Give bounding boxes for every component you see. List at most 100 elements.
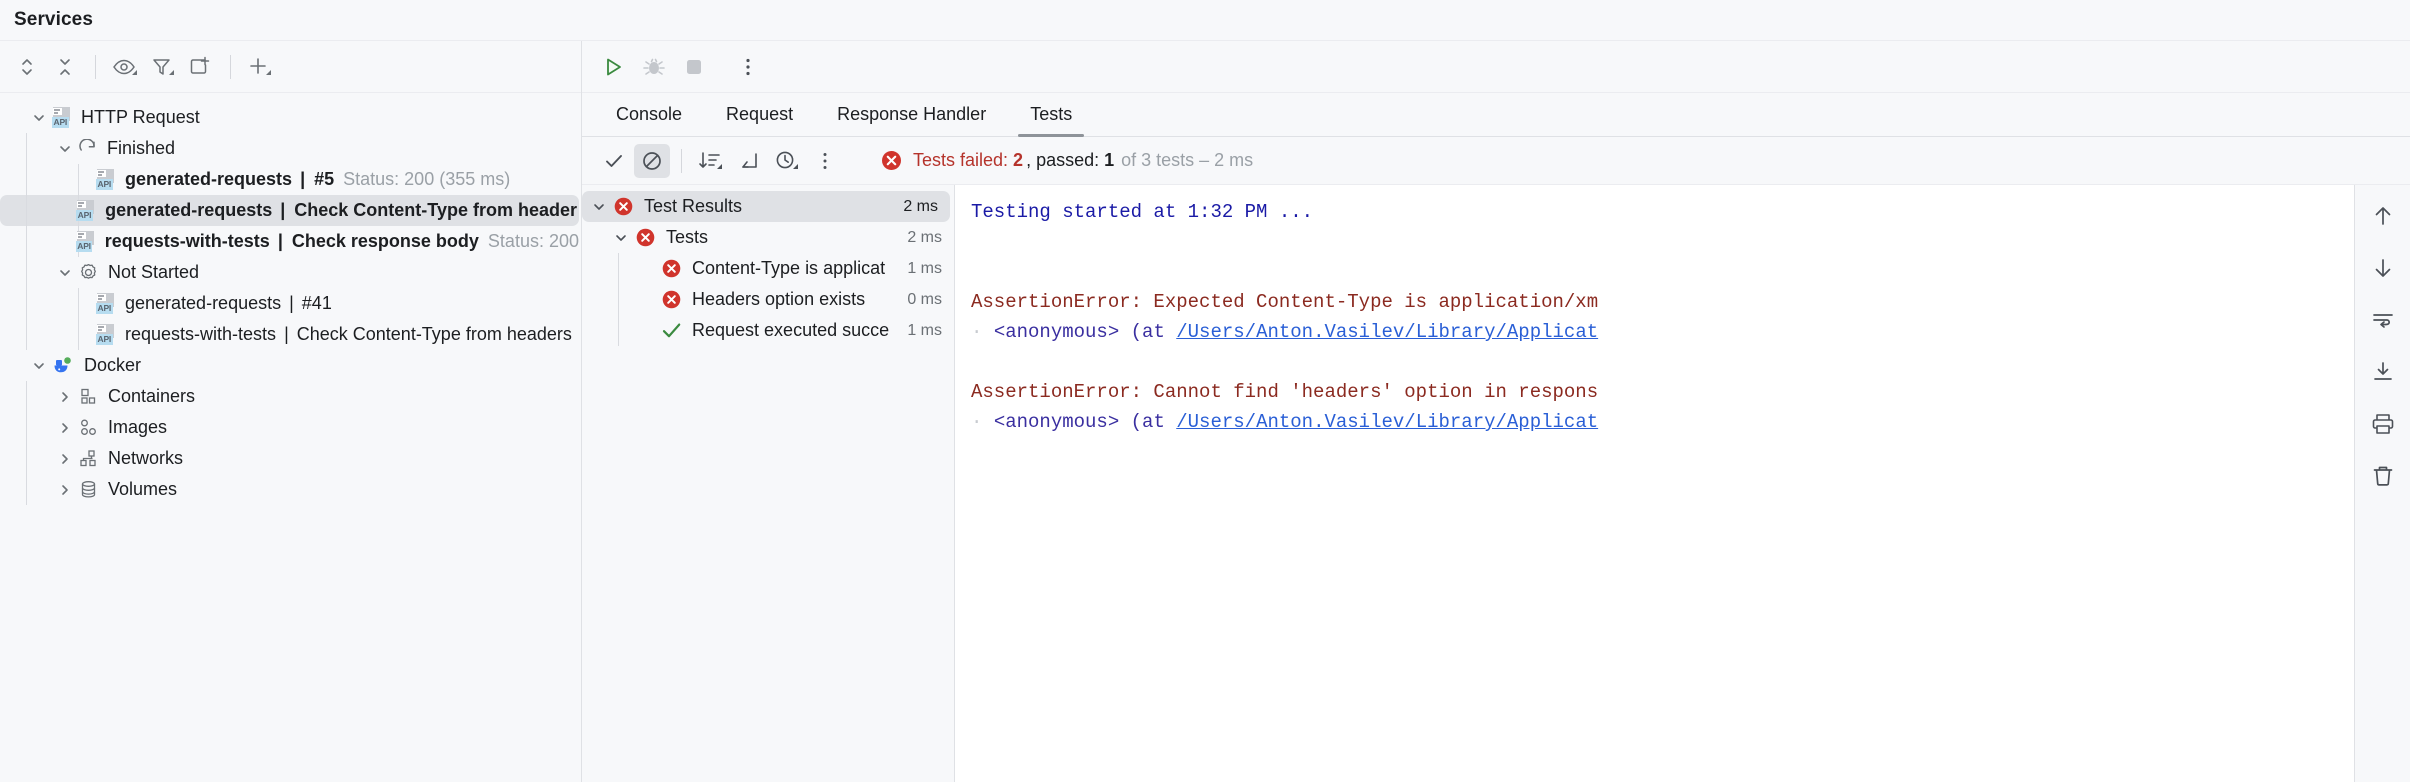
- test-row-headers-option[interactable]: Headers option exists 0 ms: [582, 284, 954, 315]
- tree-node-finished[interactable]: Finished: [0, 133, 581, 164]
- filter-icon[interactable]: [145, 50, 181, 84]
- test-output-console[interactable]: Testing started at 1:32 PM ... Assertion…: [955, 185, 2354, 782]
- api-file-icon: API: [96, 324, 116, 345]
- tree-node-volumes[interactable]: Volumes: [0, 474, 581, 505]
- test-row-content-type[interactable]: Content-Type is applicat 1 ms: [582, 253, 954, 284]
- api-file-icon: API: [76, 200, 96, 221]
- tree-node-request-pending[interactable]: API requests-with-tests | Check Content-…: [0, 319, 581, 350]
- run-toolbar: [582, 41, 2410, 93]
- tree-node-images[interactable]: Images: [0, 412, 581, 443]
- test-row-test-results[interactable]: Test Results 2 ms: [582, 191, 950, 222]
- expand-arrow-icon[interactable]: [731, 144, 767, 178]
- gear-icon: [78, 262, 99, 283]
- more-vertical-icon[interactable]: [807, 144, 843, 178]
- window-titlebar: Services: [0, 0, 2410, 41]
- chevron-down-icon[interactable]: [26, 359, 52, 373]
- console-line-trace-prefix: <anonymous> (at: [993, 321, 1177, 343]
- stop-icon[interactable]: [676, 50, 712, 84]
- history-icon[interactable]: [769, 144, 805, 178]
- eye-icon[interactable]: [107, 50, 143, 84]
- more-vertical-icon[interactable]: [730, 50, 766, 84]
- sort-icon[interactable]: [693, 144, 729, 178]
- chevron-right-icon[interactable]: [52, 390, 78, 404]
- console-line-trace-prefix: <anonymous> (at: [993, 411, 1177, 433]
- chevron-down-icon[interactable]: [608, 231, 634, 245]
- test-duration: 0 ms: [907, 290, 942, 308]
- tree-node-label: Networks: [108, 448, 184, 468]
- scroll-to-end-icon[interactable]: [2366, 355, 2400, 389]
- test-name: Tests: [666, 227, 709, 247]
- tests-panel: Tests failed: 2 , passed: 1 of 3 tests –…: [582, 137, 2410, 782]
- arrow-up-icon[interactable]: [2366, 199, 2400, 233]
- error-icon: [634, 226, 657, 249]
- chevron-right-icon[interactable]: [52, 421, 78, 435]
- tab-response-handler[interactable]: Response Handler: [815, 93, 1008, 136]
- test-output-wrapper: Testing started at 1:32 PM ... Assertion…: [955, 185, 2410, 782]
- tree-node-label: Docker: [84, 355, 142, 375]
- docker-icon: [52, 355, 75, 376]
- chevron-right-icon[interactable]: [52, 483, 78, 497]
- print-icon[interactable]: [2366, 407, 2400, 441]
- tab-request[interactable]: Request: [704, 93, 815, 136]
- tree-node-request-run[interactable]: API generated-requests | #5 Status: 200 …: [0, 164, 581, 195]
- plus-icon[interactable]: [242, 50, 278, 84]
- images-icon: [78, 417, 99, 438]
- tests-split: Test Results 2 ms Tests: [582, 185, 2410, 782]
- console-stacktrace-link[interactable]: /Users/Anton.Vasilev/Library/Applicat: [1176, 321, 1599, 343]
- tab-label: Response Handler: [837, 104, 987, 124]
- chevron-right-icon[interactable]: [52, 452, 78, 466]
- collapse-all-icon[interactable]: [48, 50, 84, 84]
- request-run-number: #5: [314, 169, 335, 189]
- test-row-tests[interactable]: Tests 2 ms: [582, 222, 954, 253]
- tests-passed-label: , passed:: [1026, 150, 1100, 170]
- tree-node-containers[interactable]: Containers: [0, 381, 581, 412]
- console-gutter-dot: ·: [971, 321, 994, 343]
- tree-node-http-request[interactable]: API HTTP Request: [0, 102, 581, 133]
- label-separator: |: [277, 231, 283, 251]
- test-name: Test Results: [644, 196, 743, 216]
- request-status-text: Status: 200 (355 ms): [343, 169, 511, 189]
- run-icon[interactable]: [596, 50, 632, 84]
- console-gutter-dot: ·: [971, 411, 994, 433]
- chevron-down-icon[interactable]: [586, 200, 612, 214]
- test-row-request-executed[interactable]: Request executed succe 1 ms: [582, 315, 954, 346]
- request-file-name: generated-requests: [125, 293, 282, 313]
- tree-node-request-run-selected[interactable]: API generated-requests | Check Content-T…: [0, 195, 579, 226]
- tab-tests[interactable]: Tests: [1008, 93, 1094, 137]
- soft-wrap-icon[interactable]: [2366, 303, 2400, 337]
- tree-node-label: Containers: [108, 386, 196, 406]
- debug-icon[interactable]: [636, 50, 672, 84]
- chevron-down-icon[interactable]: [52, 266, 78, 280]
- tests-passed-count: 1: [1104, 150, 1115, 170]
- request-status-text: Status: 200: [487, 231, 579, 251]
- test-results-tree[interactable]: Test Results 2 ms Tests: [582, 185, 955, 782]
- chevron-down-icon[interactable]: [26, 111, 52, 125]
- request-file-name: generated-requests: [105, 200, 273, 220]
- console-line-error: AssertionError: Expected Content-Type is…: [971, 291, 1599, 313]
- chevron-down-icon[interactable]: [52, 142, 78, 156]
- label-separator: |: [289, 293, 294, 313]
- request-file-name: generated-requests: [125, 169, 293, 189]
- tree-node-networks[interactable]: Networks: [0, 443, 581, 474]
- api-file-icon: API: [52, 107, 72, 128]
- expand-collapse-icon[interactable]: [10, 50, 46, 84]
- console-stacktrace-link[interactable]: /Users/Anton.Vasilev/Library/Applicat: [1176, 411, 1599, 433]
- arrow-down-icon[interactable]: [2366, 251, 2400, 285]
- test-summary: Tests failed: 2 , passed: 1 of 3 tests –…: [879, 148, 1253, 173]
- error-icon: [660, 288, 683, 311]
- tests-failed-label: Tests failed:: [913, 150, 1009, 170]
- tree-node-docker[interactable]: Docker: [0, 350, 581, 381]
- add-tab-icon[interactable]: [183, 50, 219, 84]
- hide-ignored-icon[interactable]: [634, 143, 670, 178]
- show-passed-icon[interactable]: [596, 144, 632, 178]
- services-tree[interactable]: API HTTP Request Finished: [0, 93, 581, 782]
- toolbar-separator-2: [230, 54, 231, 79]
- tree-node-request-pending[interactable]: API generated-requests | #41: [0, 288, 581, 319]
- tree-node-request-run[interactable]: API requests-with-tests | Check response…: [0, 226, 581, 257]
- tree-node-not-started[interactable]: Not Started: [0, 257, 581, 288]
- tab-console[interactable]: Console: [594, 93, 704, 136]
- trash-icon[interactable]: [2366, 459, 2400, 493]
- run-tabs[interactable]: Console Request Response Handler Tests: [582, 93, 2410, 137]
- tree-node-label: Finished: [107, 138, 176, 158]
- console-line-error: AssertionError: Cannot find 'headers' op…: [971, 381, 1599, 403]
